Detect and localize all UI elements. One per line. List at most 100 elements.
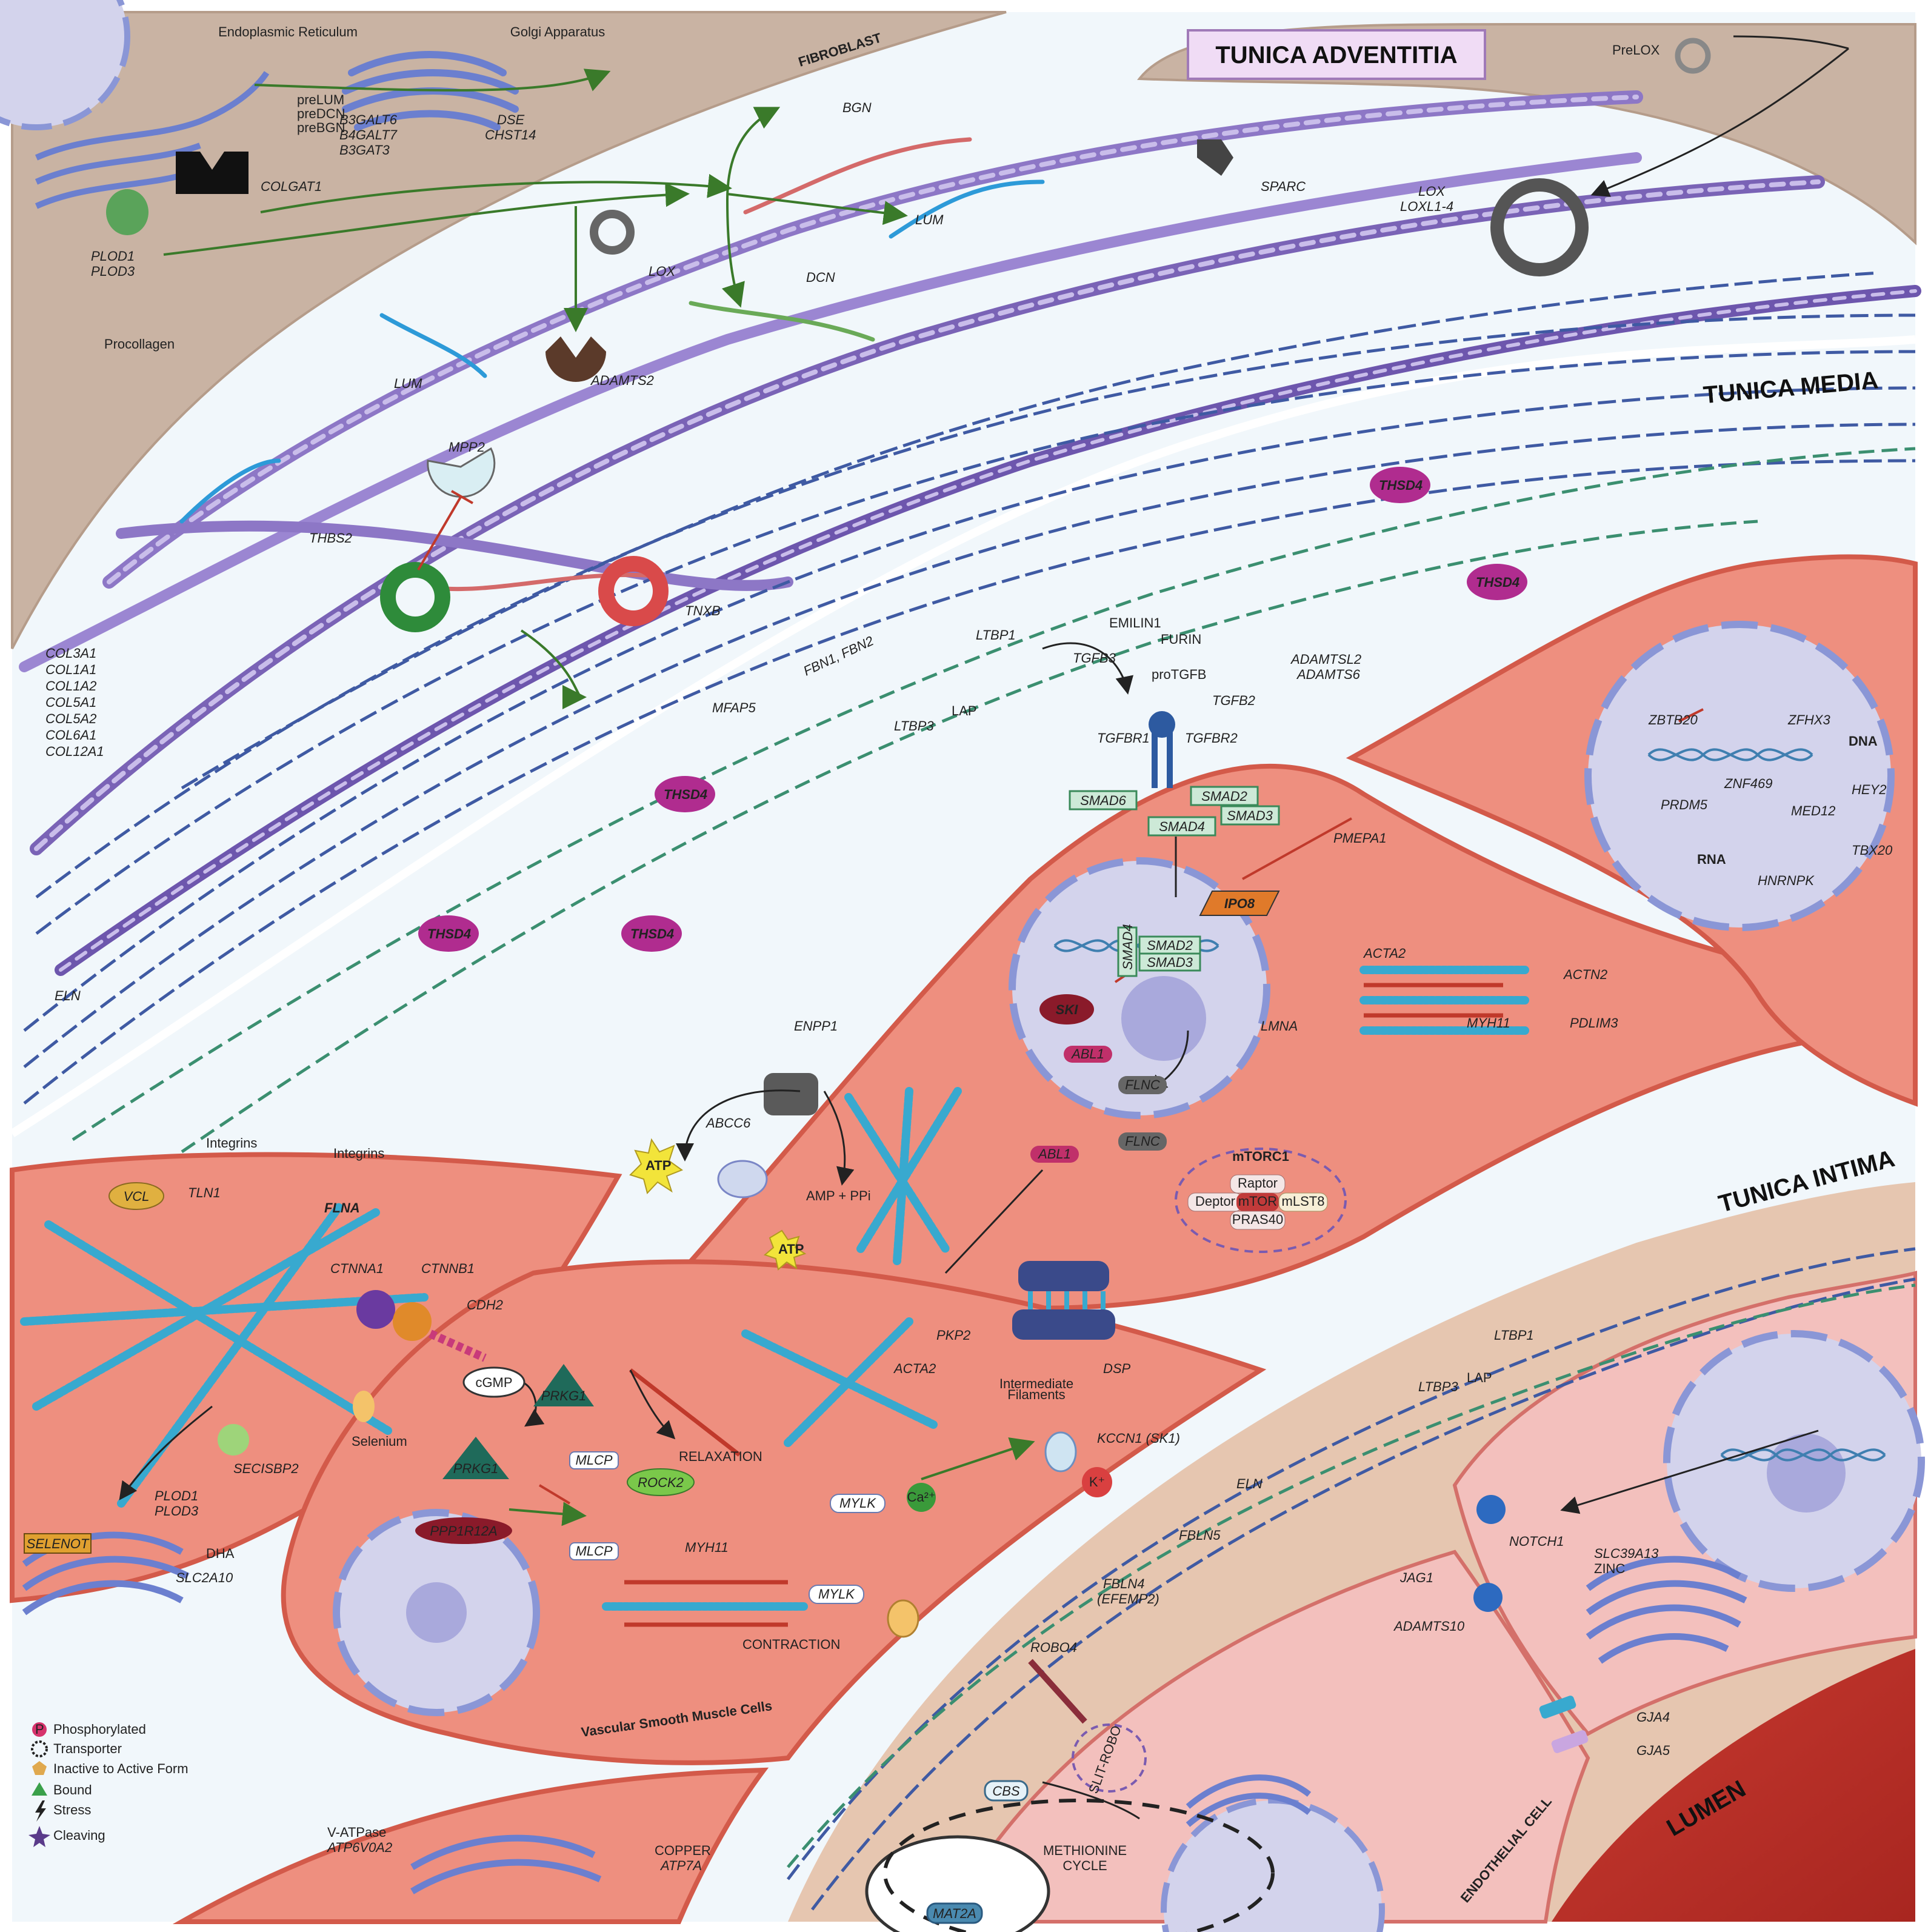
adamtsl2-label: ADAMTSL2 xyxy=(1290,652,1361,667)
atp7a-label: ATP7A xyxy=(659,1858,702,1873)
smc-plod1-label: PLOD1 xyxy=(155,1488,198,1503)
intima-lap-label: LAP xyxy=(1467,1370,1492,1385)
actin-filaments xyxy=(20,966,1532,1611)
robo4-label: ROBO4 xyxy=(1030,1640,1077,1655)
ppp1r12a-label: PPP1R12A xyxy=(430,1523,497,1539)
abl1-nuc-label: ABL1 xyxy=(1070,1046,1104,1061)
adamts10-label: ADAMTS10 xyxy=(1393,1619,1465,1634)
er-endothelial-bottom xyxy=(1186,1774,1312,1827)
mat2a-label: MAT2A xyxy=(933,1906,976,1921)
tbx20-label: TBX20 xyxy=(1852,843,1893,858)
mtor-label: mTOR xyxy=(1238,1194,1277,1209)
triangle-icon xyxy=(32,1782,47,1796)
rna-label: RNA xyxy=(1697,852,1726,867)
er-label: Endoplasmic Reticulum xyxy=(218,24,358,39)
integrins-label-2: Integrins xyxy=(333,1146,384,1161)
tgfb2-label: TGFB2 xyxy=(1212,693,1255,708)
ctnnb1-protein xyxy=(393,1302,432,1341)
smad2-label: SMAD2 xyxy=(1201,789,1247,804)
intima-ltbp1-label: LTBP1 xyxy=(1494,1328,1534,1343)
znf469-label: ZNF469 xyxy=(1724,776,1772,791)
furin-label: FURIN xyxy=(1161,632,1201,647)
ltbp3-label: LTBP3 xyxy=(894,718,934,734)
ca-label: Ca²⁺ xyxy=(907,1489,935,1505)
dcn-label: DCN xyxy=(806,270,835,285)
plod-enzyme xyxy=(106,189,148,235)
pentagon-icon xyxy=(32,1761,47,1775)
zinc-label: ZINC xyxy=(1594,1561,1625,1576)
intima-eln-label: ELN xyxy=(1236,1476,1263,1491)
pras40-label: PRAS40 xyxy=(1232,1212,1283,1227)
legend-bound: Bound xyxy=(53,1782,92,1797)
smad4-nuc-label: SMAD4 xyxy=(1120,924,1135,970)
dse-label: DSE xyxy=(497,112,525,127)
ctnna1-label: CTNNA1 xyxy=(330,1261,384,1276)
nucleus-right xyxy=(1584,621,1895,931)
notch1-protein xyxy=(1476,1495,1506,1524)
thbs2-label: THBS2 xyxy=(309,530,352,546)
raptor-label: Raptor xyxy=(1238,1175,1278,1191)
sparc-protein xyxy=(1197,139,1233,176)
lum-label: LUM xyxy=(915,212,944,227)
gja5-channel xyxy=(1551,1730,1589,1753)
chst14-label: CHST14 xyxy=(485,127,536,142)
tnxb-label: TNXB xyxy=(685,603,721,618)
hnrnpk-label: HNRNPK xyxy=(1758,873,1815,888)
colgat1-enzyme xyxy=(176,152,249,194)
col6a1-label: COL6A1 xyxy=(45,727,96,743)
if-label-1: Intermediate xyxy=(999,1376,1073,1391)
b3gat3-label: B3GAT3 xyxy=(339,142,390,158)
copper-label: COPPER xyxy=(655,1843,711,1858)
adamts2-label: ADAMTS2 xyxy=(590,373,654,388)
tgfb3-label: TGFB3 xyxy=(1073,650,1116,666)
atp-label-small: ATP xyxy=(778,1242,804,1257)
zfhx3-label: ZFHX3 xyxy=(1787,712,1830,727)
contraction-label: CONTRACTION xyxy=(742,1637,840,1652)
fbln4-label: FBLN4 xyxy=(1103,1576,1144,1591)
vcl-label: VCL xyxy=(124,1189,150,1204)
thsd4-label-2: THSD4 xyxy=(1476,575,1519,590)
thsd4-label-5: THSD4 xyxy=(630,926,674,941)
dha-label: DHA xyxy=(206,1546,235,1561)
col3a1-label: COL3A1 xyxy=(45,646,96,661)
legend-inactive-active: Inactive to Active Form xyxy=(53,1761,188,1776)
abl1-label: ABL1 xyxy=(1037,1146,1071,1162)
b4galt7-label: B4GALT7 xyxy=(339,127,398,142)
plod3-label: PLOD3 xyxy=(91,264,135,279)
pkp2-label: PKP2 xyxy=(936,1328,970,1343)
nucleus-endothelial xyxy=(1663,1330,1925,1592)
ltbp1-label: LTBP1 xyxy=(976,627,1016,643)
flna-label: FLNA xyxy=(324,1200,360,1215)
tgfbr-receptor xyxy=(1152,727,1173,788)
robo4-receptor xyxy=(1028,1659,1087,1724)
region-adventitia: TUNICA ADVENTITIA xyxy=(1215,42,1457,69)
tgfbr1-label: TGFBR1 xyxy=(1097,730,1150,746)
dsp-label: DSP xyxy=(1103,1361,1131,1376)
smc-plod3-label: PLOD3 xyxy=(155,1503,199,1519)
kccn1-label: KCCN1 (SK1) xyxy=(1097,1431,1180,1446)
legend-cleaving: Cleaving xyxy=(53,1828,105,1843)
amp-ppi-label: AMP + PPi xyxy=(806,1188,871,1203)
jag1-protein xyxy=(1473,1583,1503,1612)
mtorc1-complex xyxy=(1175,1148,1347,1253)
thsd4-label-3: THSD4 xyxy=(664,787,707,802)
smad3-label: SMAD3 xyxy=(1227,808,1273,823)
smc-acta2-label: ACTA2 xyxy=(893,1361,936,1376)
thbs2-ring xyxy=(380,562,450,632)
atp-star xyxy=(629,1138,684,1194)
enpp1-protein xyxy=(764,1073,818,1115)
tln1-label: TLN1 xyxy=(188,1185,221,1200)
atp-label: ATP xyxy=(645,1158,671,1173)
calcium-channel xyxy=(887,1599,919,1638)
cbs-label: CBS xyxy=(992,1783,1020,1799)
col5a1-label: COL5A1 xyxy=(45,695,96,710)
smc-myh11-label: MYH11 xyxy=(685,1540,729,1555)
cdh2-label: CDH2 xyxy=(467,1297,503,1312)
plod1-label: PLOD1 xyxy=(91,249,135,264)
prkg1-label: PRKG1 xyxy=(453,1461,499,1476)
k-ion xyxy=(1082,1467,1112,1497)
thsd4-label-4: THSD4 xyxy=(427,926,471,941)
lox-label: LOX xyxy=(649,264,676,279)
efemp2-label: (EFEMP2) xyxy=(1097,1591,1159,1606)
